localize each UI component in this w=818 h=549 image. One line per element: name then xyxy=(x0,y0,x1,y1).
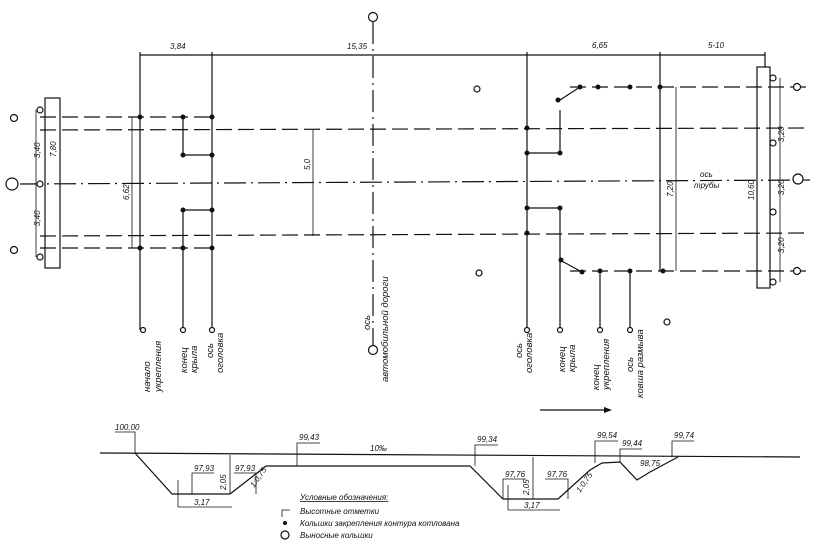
label-wing-end: крыла xyxy=(567,345,578,372)
elevation-97-76: 97,76 xyxy=(547,470,568,479)
label-start-reinforcement: укрепления xyxy=(153,341,164,393)
width-3-17: 3,17 xyxy=(524,501,540,510)
offset-stake-icon xyxy=(792,173,804,185)
elevation-99-44: 99,44 xyxy=(622,439,643,448)
label-head-axis: ось xyxy=(514,343,525,358)
dim-3-40-bottom: 3,40 xyxy=(33,210,42,226)
depth-2-05: 2,05 xyxy=(522,479,531,496)
dim-5-10: 5-10 xyxy=(708,41,725,50)
label-wing-end: крыла xyxy=(189,346,200,373)
legend-item-elevations: Высотные отметки xyxy=(300,507,380,516)
label-head-axis: оголовка xyxy=(215,333,226,373)
pit-contour-lines xyxy=(19,86,811,330)
elevation-99-34: 99,34 xyxy=(477,435,498,444)
elevation-97-76: 97,76 xyxy=(505,470,526,479)
label-start-reinforcement: начало xyxy=(142,361,153,392)
contour-stakes xyxy=(137,84,666,275)
elevation-97-93: 97,93 xyxy=(194,464,215,473)
pipe-axis-label: ось xyxy=(700,170,713,179)
dim-5-0: 5,0 xyxy=(303,158,312,170)
offset-stake-icon xyxy=(663,318,671,326)
legend-title: Условные обозначения: xyxy=(299,493,388,502)
inner-dimensions: 6,62 5,0 7,20 ось трубы xyxy=(122,85,719,326)
elevation-99-54: 99,54 xyxy=(597,431,618,440)
elevation-mark-icon xyxy=(281,509,290,517)
offset-stake-icon xyxy=(9,113,19,123)
label-end-reinforcement: конец xyxy=(591,364,602,390)
label-wing-end: конец xyxy=(179,347,190,373)
legend: Условные обозначения: Высотные отметки К… xyxy=(280,493,460,540)
top-dimension-line: 3,84 15,35 6,65 5-10 xyxy=(139,41,766,330)
elevation-99-43: 99,43 xyxy=(299,433,320,442)
dim-3-20: 3,20 xyxy=(777,179,786,195)
offset-stake-icon xyxy=(792,82,802,92)
dim-7-20: 7,20 xyxy=(666,181,675,197)
dim-7-80: 7,80 xyxy=(49,141,58,157)
right-embankment: 3,20 3,20 3,20 10,60 xyxy=(747,66,804,289)
dim-3-84: 3,84 xyxy=(170,42,186,51)
offset-stake-icon xyxy=(9,245,19,255)
offset-stake-icon xyxy=(475,269,483,277)
elevation-98-75: 98,75 xyxy=(640,459,661,468)
pipe-axis-label: трубы xyxy=(694,181,719,190)
dim-10-60: 10,60 xyxy=(747,179,756,200)
offset-stake-icon xyxy=(367,11,379,23)
width-3-17: 3,17 xyxy=(194,498,210,507)
offset-stake-icon xyxy=(5,177,19,191)
flow-direction-arrow xyxy=(540,407,612,413)
offset-stake-icon xyxy=(367,344,379,356)
road-axis xyxy=(367,11,379,356)
offset-stake-icon xyxy=(280,530,290,540)
dim-3-20: 3,20 xyxy=(777,126,786,142)
longitudinal-profile: 100,00 99,43 99,34 99,54 99,44 99,74 97,… xyxy=(99,423,801,511)
dim-15-35: 15,35 xyxy=(347,42,368,51)
dim-3-20: 3,20 xyxy=(777,237,786,253)
dim-6-65: 6,65 xyxy=(592,41,608,50)
depth-2-05: 2,05 xyxy=(219,474,228,491)
legend-item-contour-stakes: Кольшки закрепления контура котлована xyxy=(300,519,460,528)
label-head-axis: ось xyxy=(205,343,216,358)
plan-labels: начало укрепления конец крыла ось оголов… xyxy=(139,276,646,398)
label-end-reinforcement: укрепления xyxy=(601,339,612,391)
gradient-label: 10‰ xyxy=(370,444,387,453)
offset-stake-icon xyxy=(792,266,802,276)
label-road-axis: автомобильной дороги xyxy=(380,276,391,382)
elevation-100-00: 100,00 xyxy=(115,423,140,432)
stake-dot-icon xyxy=(283,521,287,525)
dim-6-62: 6,62 xyxy=(122,184,131,200)
label-scour-bowl-axis: ковша размыва xyxy=(635,329,646,398)
elevation-97-93: 97,93 xyxy=(235,464,256,473)
dim-3-40-top: 3,40 xyxy=(33,142,42,158)
elevation-99-74: 99,74 xyxy=(674,431,695,440)
label-head-axis: оголовка xyxy=(524,333,535,373)
label-road-axis: ось xyxy=(362,315,373,330)
left-embankment: 3,40 3,40 7,80 xyxy=(5,97,61,269)
label-wing-end: конец xyxy=(557,346,568,372)
offset-stake-icon xyxy=(473,85,481,93)
legend-item-offset-stakes: Выносные кольшки xyxy=(300,531,373,540)
label-scour-bowl-axis: ось xyxy=(625,357,636,372)
